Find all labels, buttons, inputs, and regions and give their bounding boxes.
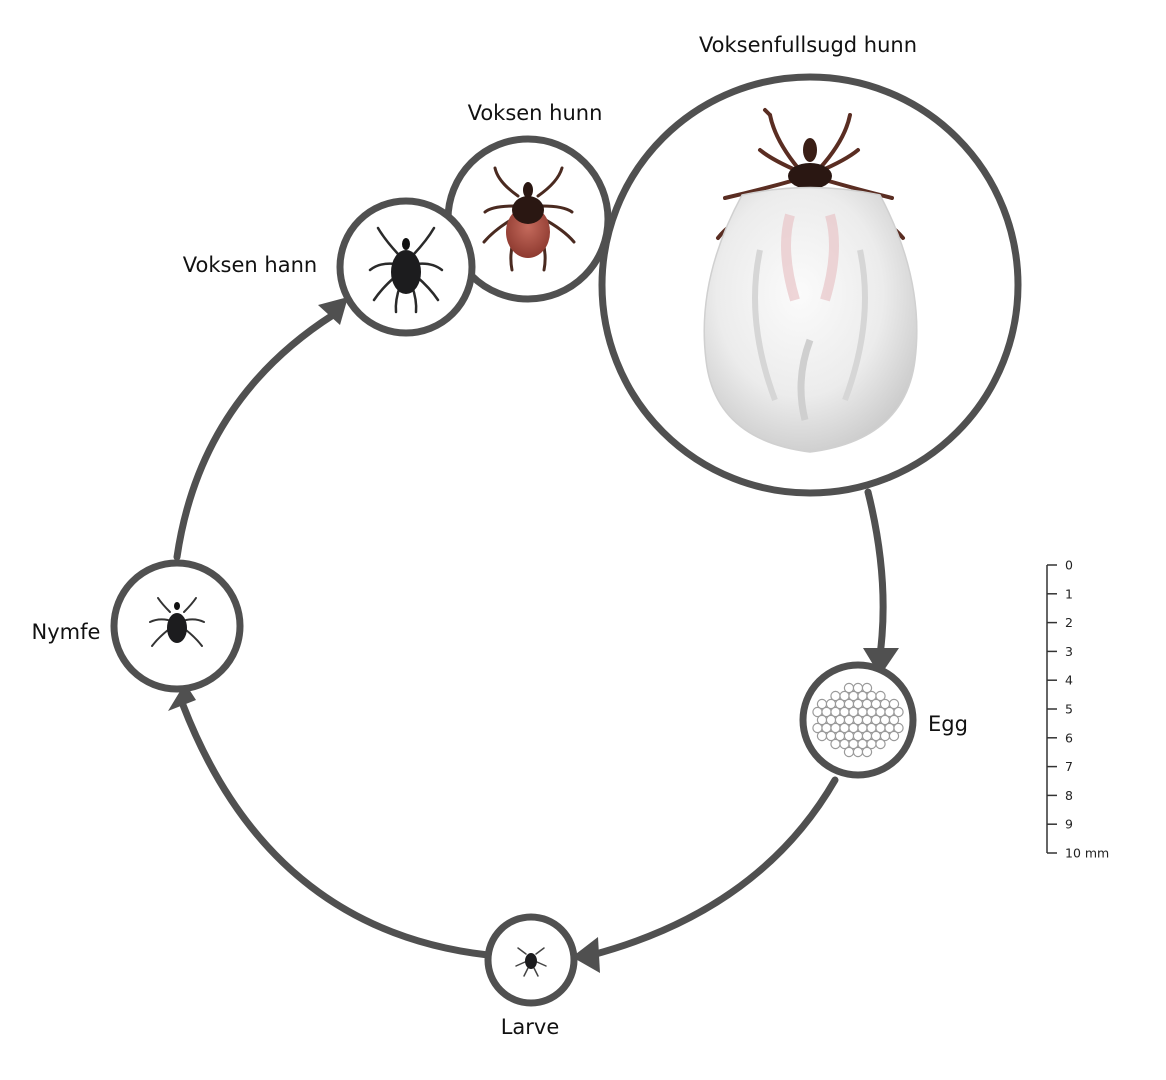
scale-tick-label: 0 xyxy=(1065,558,1073,573)
egg xyxy=(893,722,904,734)
egg xyxy=(888,714,900,726)
scale-tick-label: 6 xyxy=(1065,730,1073,745)
label-larva: Larve xyxy=(501,1015,560,1039)
scale-tick-label: 1 xyxy=(1065,586,1073,601)
arrowhead-male xyxy=(318,297,348,325)
egg xyxy=(830,738,841,750)
egg xyxy=(888,730,900,742)
scale-tick-label: 7 xyxy=(1065,759,1073,774)
egg xyxy=(852,746,864,758)
label-egg: Egg xyxy=(928,712,968,736)
scale-tick-label: 2 xyxy=(1065,615,1073,630)
arrow-larva-to-nymph xyxy=(179,701,492,959)
label-adult-male: Voksen hann xyxy=(183,253,317,277)
egg-cluster-icon xyxy=(812,682,904,758)
scale-tick-label: 5 xyxy=(1065,702,1073,717)
arrowhead-egg xyxy=(863,648,899,676)
egg xyxy=(875,738,886,750)
egg xyxy=(888,698,900,710)
scale-tick-label: 10 mm xyxy=(1065,846,1109,861)
arrow-nymph-to-male xyxy=(173,311,337,561)
engorged-female-tick-icon xyxy=(703,108,918,453)
egg xyxy=(861,682,873,694)
scale-tick-label: 4 xyxy=(1065,673,1073,688)
label-adult-female: Voksen hunn xyxy=(468,101,603,125)
scale-tick-label: 3 xyxy=(1065,644,1073,659)
arrow-engorged-to-egg xyxy=(864,488,887,659)
adult-male-tick-icon xyxy=(368,226,444,314)
label-engorged-female: Voksenfullsugd hunn xyxy=(699,33,917,57)
arrow-egg-to-larva xyxy=(588,776,839,959)
cycle-arrows xyxy=(173,311,887,959)
arrowhead-larva xyxy=(572,937,600,973)
egg xyxy=(861,746,873,758)
egg xyxy=(893,706,904,718)
egg xyxy=(875,690,886,702)
scale-tick-label: 9 xyxy=(1065,817,1073,832)
scale-bar: 0 1 2 3 4 5 6 7 8 9 10 mm xyxy=(1046,558,1109,861)
engorged-body xyxy=(703,186,918,453)
scale-tick-label: 8 xyxy=(1065,788,1073,803)
larva-tick-icon xyxy=(515,947,547,977)
nymph-tick-icon xyxy=(149,597,205,647)
egg xyxy=(843,746,855,758)
label-nymph: Nymfe xyxy=(32,620,101,644)
adult-female-tick-icon xyxy=(482,166,576,272)
egg xyxy=(816,730,828,742)
